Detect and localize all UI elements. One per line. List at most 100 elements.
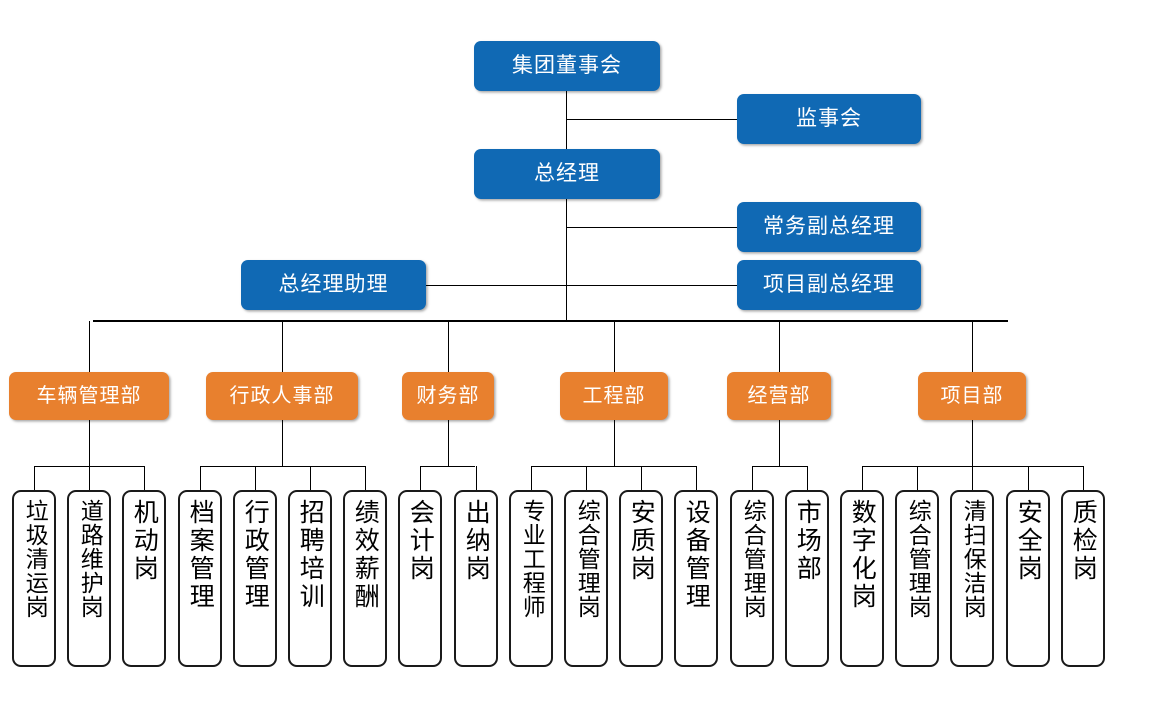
department-bus bbox=[93, 320, 1008, 322]
connector-bus-to-department bbox=[972, 321, 973, 372]
department-node[interactable]: 经营部 bbox=[727, 372, 831, 420]
post-node-label: 道路维护岗 bbox=[76, 499, 103, 619]
post-node[interactable]: 垃圾清运岗 bbox=[12, 490, 56, 667]
post-node-label: 绩效薪酬 bbox=[351, 499, 381, 611]
connector-department-to-subbus bbox=[448, 420, 449, 466]
connector-subbus-to-post bbox=[1083, 466, 1084, 490]
post-node-label: 垃圾清运岗 bbox=[21, 499, 48, 619]
node-executive-deputy-manager-label: 常务副总经理 bbox=[763, 215, 895, 239]
connector-gm-down bbox=[566, 199, 567, 321]
connector-bus-to-department bbox=[448, 321, 449, 372]
post-node[interactable]: 出纳岗 bbox=[454, 490, 498, 667]
post-node-label: 综合管理岗 bbox=[739, 499, 766, 619]
post-node[interactable]: 会计岗 bbox=[398, 490, 442, 667]
post-node-label: 市场部 bbox=[793, 499, 823, 583]
connector-subbus-to-post bbox=[144, 466, 145, 490]
connector-subbus-to-post bbox=[531, 466, 532, 490]
connector-department-to-subbus bbox=[89, 420, 90, 466]
node-board-label: 集团董事会 bbox=[512, 54, 622, 78]
connector-subbus-to-post bbox=[476, 466, 477, 490]
department-node[interactable]: 财务部 bbox=[402, 372, 494, 420]
post-node[interactable]: 综合管理岗 bbox=[564, 490, 608, 667]
node-general-manager-assistant[interactable]: 总经理助理 bbox=[241, 260, 426, 310]
connector-subbus-to-post bbox=[807, 466, 808, 490]
department-sub-bus bbox=[420, 466, 475, 467]
department-node-label: 车辆管理部 bbox=[36, 385, 142, 407]
post-node-label: 数字化岗 bbox=[848, 499, 878, 611]
post-node[interactable]: 招聘培训 bbox=[288, 490, 332, 667]
post-node-label: 专业工程师 bbox=[518, 499, 545, 619]
department-node[interactable]: 行政人事部 bbox=[206, 372, 358, 420]
department-node-label: 财务部 bbox=[416, 385, 480, 407]
post-node[interactable]: 行政管理 bbox=[233, 490, 277, 667]
post-node[interactable]: 设备管理 bbox=[674, 490, 718, 667]
post-node-label: 安全岗 bbox=[1014, 499, 1044, 583]
connector-subbus-to-post bbox=[1028, 466, 1029, 490]
connector-subbus-to-post bbox=[917, 466, 918, 490]
post-node[interactable]: 专业工程师 bbox=[509, 490, 553, 667]
post-node[interactable]: 质检岗 bbox=[1061, 490, 1105, 667]
connector-department-to-subbus bbox=[779, 420, 780, 466]
post-node[interactable]: 道路维护岗 bbox=[67, 490, 111, 667]
post-node[interactable]: 综合管理岗 bbox=[895, 490, 939, 667]
post-node-label: 招聘培训 bbox=[296, 499, 326, 611]
department-sub-bus bbox=[531, 466, 697, 467]
node-general-manager-label: 总经理 bbox=[534, 162, 600, 186]
connector-board-to-supervisory bbox=[566, 119, 738, 120]
connector-bus-to-department bbox=[282, 321, 283, 372]
connector-department-to-subbus bbox=[614, 420, 615, 466]
post-node[interactable]: 机动岗 bbox=[122, 490, 166, 667]
post-node-label: 设备管理 bbox=[682, 499, 712, 611]
post-node-label: 档案管理 bbox=[186, 499, 216, 611]
department-node-label: 工程部 bbox=[582, 385, 646, 407]
post-node[interactable]: 安质岗 bbox=[619, 490, 663, 667]
connector-bus-to-department bbox=[89, 321, 90, 372]
post-node[interactable]: 清扫保洁岗 bbox=[950, 490, 994, 667]
connector-subbus-to-post bbox=[586, 466, 587, 490]
connector-subbus-to-post bbox=[89, 466, 90, 490]
department-node-label: 行政人事部 bbox=[229, 385, 335, 407]
post-node-label: 行政管理 bbox=[241, 499, 271, 611]
node-general-manager[interactable]: 总经理 bbox=[474, 149, 660, 199]
post-node[interactable]: 数字化岗 bbox=[840, 490, 884, 667]
connector-department-to-subbus bbox=[972, 420, 973, 466]
department-node[interactable]: 工程部 bbox=[560, 372, 668, 420]
node-supervisory-board-label: 监事会 bbox=[796, 107, 862, 131]
connector-bus-to-department bbox=[779, 321, 780, 372]
connector-gm-to-assistant bbox=[426, 285, 567, 286]
connector-subbus-to-post bbox=[696, 466, 697, 490]
department-node-label: 项目部 bbox=[940, 385, 1004, 407]
post-node-label: 综合管理岗 bbox=[904, 499, 931, 619]
post-node[interactable]: 市场部 bbox=[785, 490, 829, 667]
connector-subbus-to-post bbox=[641, 466, 642, 490]
node-board[interactable]: 集团董事会 bbox=[474, 41, 660, 91]
connector-subbus-to-post bbox=[310, 466, 311, 490]
node-executive-deputy-manager[interactable]: 常务副总经理 bbox=[737, 202, 921, 252]
connector-gm-to-project-deputy bbox=[566, 285, 738, 286]
department-node-label: 经营部 bbox=[747, 385, 811, 407]
post-node-label: 机动岗 bbox=[130, 499, 160, 583]
post-node-label: 会计岗 bbox=[406, 499, 436, 583]
department-sub-bus bbox=[200, 466, 366, 467]
connector-subbus-to-post bbox=[200, 466, 201, 490]
node-project-deputy-manager[interactable]: 项目副总经理 bbox=[737, 260, 921, 310]
connector-subbus-to-post bbox=[862, 466, 863, 490]
connector-subbus-to-post bbox=[255, 466, 256, 490]
department-sub-bus bbox=[752, 466, 807, 467]
post-node[interactable]: 绩效薪酬 bbox=[343, 490, 387, 667]
post-node[interactable]: 安全岗 bbox=[1006, 490, 1050, 667]
connector-department-to-subbus bbox=[282, 420, 283, 466]
post-node[interactable]: 档案管理 bbox=[178, 490, 222, 667]
post-node-label: 质检岗 bbox=[1069, 499, 1099, 583]
post-node-label: 清扫保洁岗 bbox=[959, 499, 986, 619]
node-supervisory-board[interactable]: 监事会 bbox=[737, 94, 921, 144]
post-node-label: 安质岗 bbox=[627, 499, 657, 583]
connector-subbus-to-post bbox=[420, 466, 421, 490]
connector-bus-to-department bbox=[614, 321, 615, 372]
department-node[interactable]: 项目部 bbox=[918, 372, 1026, 420]
node-project-deputy-manager-label: 项目副总经理 bbox=[763, 273, 895, 297]
connector-board-to-gm bbox=[566, 91, 567, 149]
post-node[interactable]: 综合管理岗 bbox=[730, 490, 774, 667]
department-node[interactable]: 车辆管理部 bbox=[9, 372, 169, 420]
